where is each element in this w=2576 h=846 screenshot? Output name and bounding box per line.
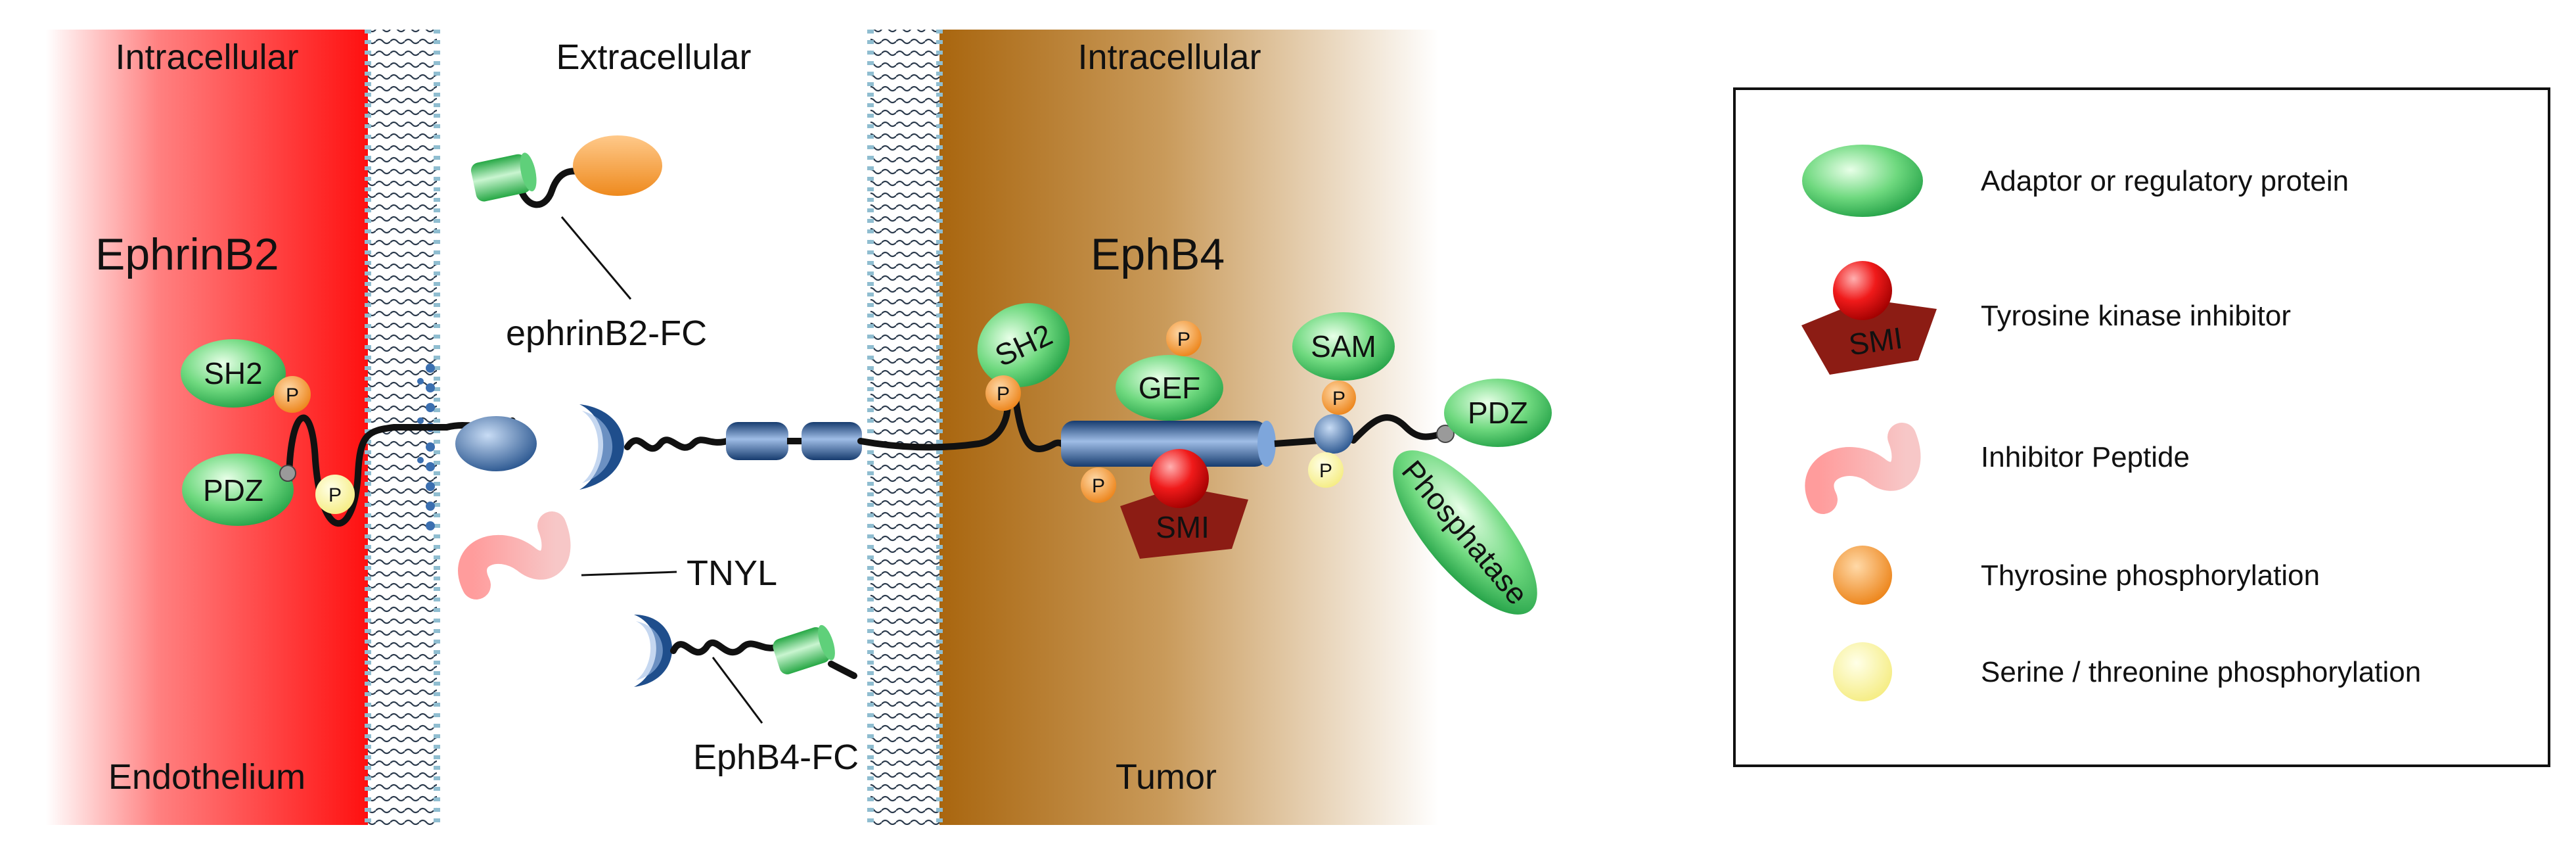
svg-text:PDZ: PDZ [1468,396,1528,430]
ephrinb2-domain [455,416,537,471]
peptide-icon [1805,423,1921,514]
label-left-intracellular: Intracellular [115,37,298,77]
ephb4-fc [634,615,857,724]
ephrinb2-chain [286,414,516,527]
legend-label-peptide: Inhibitor Peptide [1981,441,2190,473]
ephb4-transmembrane [857,391,1011,451]
left-sh2-label: SH2 [204,356,262,390]
membrane-dots [417,364,435,530]
smi-inhibitor: SMI [1120,449,1248,559]
legend-item-tyrosine: Thyrosine phosphorylation [1833,546,2320,605]
svg-text:SMI: SMI [1847,321,1905,362]
svg-text:P: P [1177,329,1190,350]
ephrinb2-fc [470,135,662,300]
label-ephrinb2: EphrinB2 [95,229,279,279]
label-ephrinb2-fc: ephrinB2-FC [506,314,707,353]
sam-tyrosine-p: P [1322,381,1356,415]
legend-label-tyrosine: Thyrosine phosphorylation [1981,559,2320,592]
left-tyrosine-p: P [274,376,311,413]
ephb4-c-tail [1350,414,1445,444]
svg-text:P: P [997,383,1010,405]
orange-circle-icon [1833,546,1892,605]
ephb4-binding-cup-highlight [582,411,613,483]
legend-label-serine: Serine / threonine phosphorylation [1981,656,2421,688]
label-right-intracellular: Intracellular [1077,37,1261,77]
legend-item-adaptor: Adaptor or regulatory protein [1802,145,2349,217]
svg-text:GEF: GEF [1139,371,1201,405]
right-pdz-adaptor: PDZ [1444,379,1552,447]
svg-text:P: P [1319,460,1332,482]
svg-text:P: P [1092,475,1105,497]
left-pdz-linker-dot [279,465,296,482]
label-extracellular: Extracellular [556,37,751,77]
svg-text:P: P [328,484,342,506]
adaptor-protein-icon [1802,145,1923,217]
label-ephb4: EphB4 [1091,229,1225,279]
label-tnyl: TNYL [687,553,777,593]
svg-text:P: P [286,385,299,406]
left-serine-p: P [315,475,355,514]
tnyl-peptide [458,511,571,599]
label-ephb4-fc: EphB4-FC [693,738,859,777]
sam-serine-p: P [1308,452,1344,488]
legend-item-serine: Serine / threonine phosphorylation [1833,642,2421,701]
ephb4-sam-domain [1314,414,1353,454]
smi-icon: SMI [1801,261,1937,375]
ephb4-extracellular-chain [624,436,733,452]
ephb4-binding-cup [579,404,624,490]
label-tumor: Tumor [1116,757,1217,797]
gef-tyrosine-p: P [1166,321,1202,356]
label-endothelium: Endothelium [108,757,305,797]
svg-text:SAM: SAM [1311,329,1376,364]
right-pdz-linker-dot [1436,425,1455,443]
ephb4-kinase-domain [1061,421,1276,467]
legend-label-adaptor: Adaptor or regulatory protein [1981,165,2349,197]
smi-label: SMI [1156,510,1209,544]
legend: Adaptor or regulatory protein SMI Tyrosi… [1733,87,2550,767]
sam-adaptor: SAM [1292,312,1395,381]
legend-item-peptide: Inhibitor Peptide [1805,423,2190,514]
svg-text:P: P [1332,388,1345,410]
left-sh2-adaptor: SH2 [181,339,286,408]
ephb4-fn-domain-2 [802,422,862,460]
right-sh2-adaptor: SH2 [977,303,1070,387]
left-pdz-adaptor: PDZ [182,454,294,526]
kinase-tyrosine-p: P [1081,467,1116,503]
yellow-circle-icon [1833,642,1892,701]
right-sh2-tyrosine-p: P [985,375,1021,411]
ephb4-fn-domain-1 [726,422,788,460]
endothelium-region [46,30,368,825]
legend-label-smi: Tyrosine kinase inhibitor [1981,300,2291,332]
legend-item-smi: SMI Tyrosine kinase inhibitor [1801,261,2291,375]
left-pdz-label: PDZ [203,473,263,507]
gef-adaptor: GEF [1116,355,1223,421]
tnyl-callout-line [581,571,677,576]
right-membrane [867,30,943,825]
